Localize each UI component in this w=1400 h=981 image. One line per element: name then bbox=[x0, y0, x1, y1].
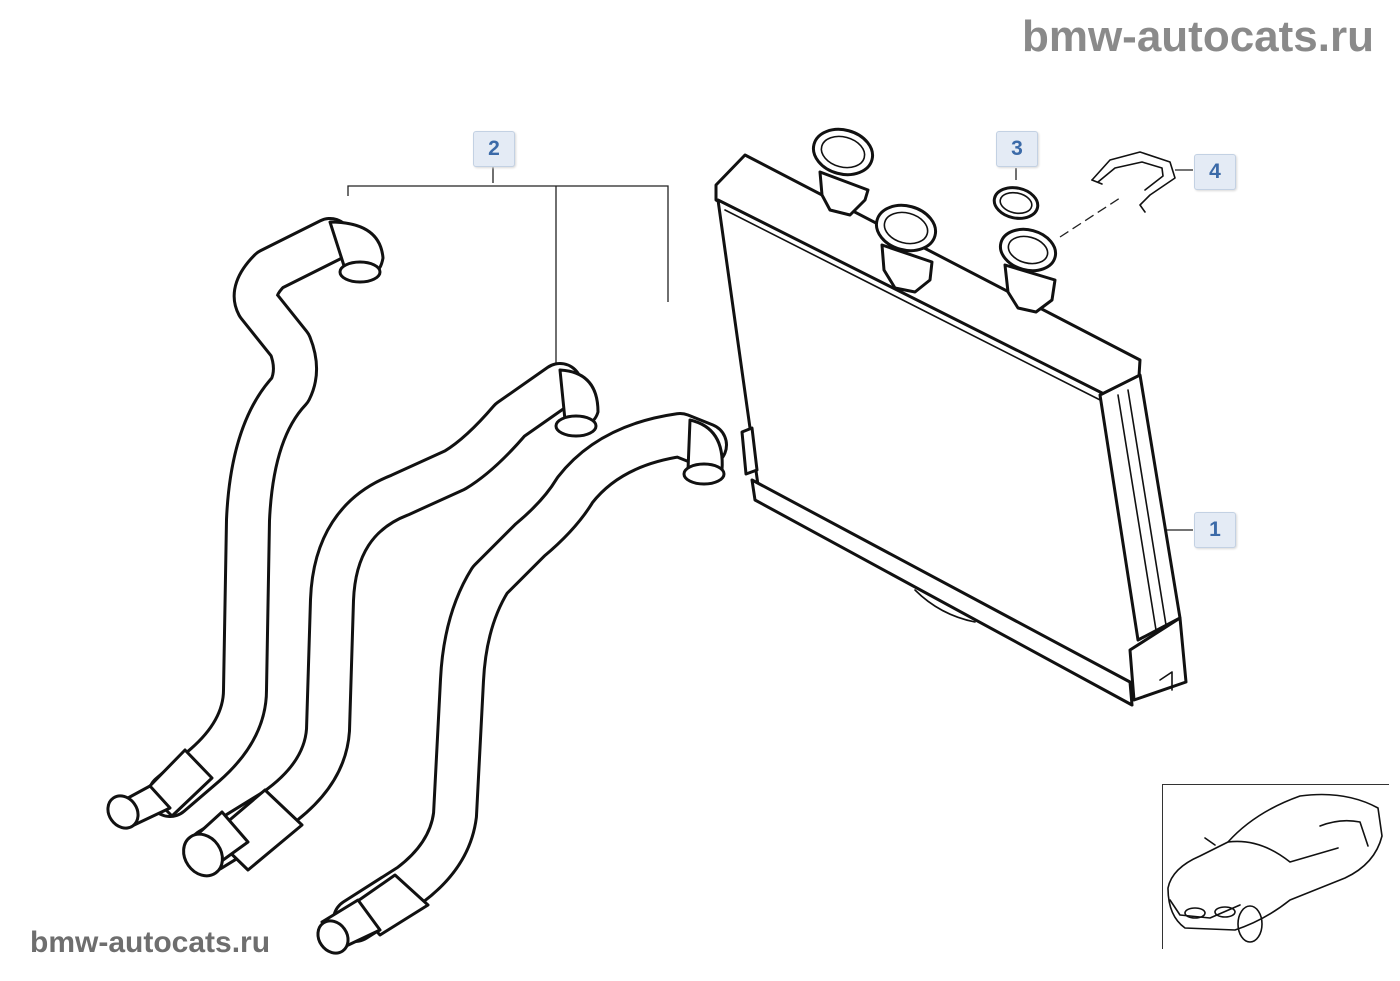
clip-assembly-line bbox=[1059, 197, 1121, 238]
callout-1[interactable]: 1 bbox=[1194, 512, 1236, 548]
hose-middle[interactable] bbox=[176, 362, 600, 883]
hose-left[interactable] bbox=[102, 217, 385, 834]
callout-2[interactable]: 2 bbox=[473, 131, 515, 167]
callout-2-leaders bbox=[347, 166, 669, 372]
watermark-top: bmw-autocats.ru bbox=[1021, 12, 1374, 61]
callout-3-label: 3 bbox=[1011, 137, 1023, 160]
watermark-bottom: bmw-autocats.ru bbox=[30, 926, 271, 959]
o-ring[interactable] bbox=[991, 184, 1040, 222]
callout-2-label: 2 bbox=[488, 137, 500, 160]
vehicle-thumbnail-frame bbox=[1162, 784, 1389, 949]
callout-1-label: 1 bbox=[1209, 518, 1221, 541]
callout-3[interactable]: 3 bbox=[996, 131, 1038, 167]
clamp-clip[interactable] bbox=[1091, 151, 1176, 213]
heater-core[interactable] bbox=[714, 123, 1188, 707]
hose-right[interactable] bbox=[312, 412, 728, 959]
car-outline-icon bbox=[1167, 793, 1383, 943]
callout-4[interactable]: 4 bbox=[1194, 154, 1236, 190]
callout-4-label: 4 bbox=[1209, 160, 1221, 183]
